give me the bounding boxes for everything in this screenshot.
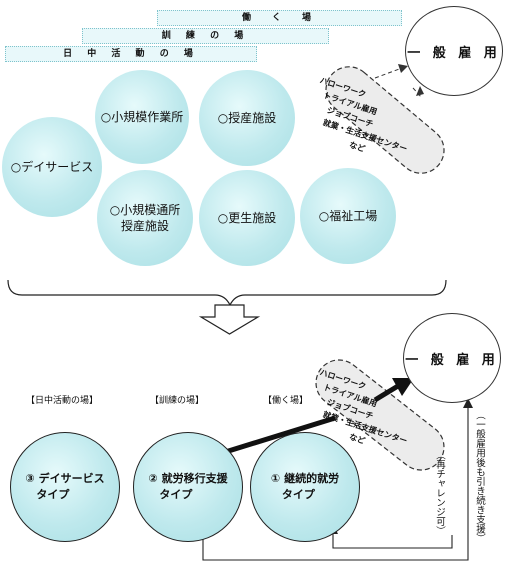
return-loop-line xyxy=(202,407,469,561)
bottom-general-employment: 一 般 雇 用 xyxy=(403,313,501,403)
transition-support-type-label: ② 就労移行支援 タイプ xyxy=(148,472,228,501)
rechallenge-line xyxy=(332,530,453,549)
bottom-employment-arrowhead xyxy=(392,378,414,396)
day-service-type-label: ③ デイサービス タイプ xyxy=(25,472,105,501)
welfare-factory-label: ○福祉工場 xyxy=(318,209,378,223)
top-support-pill xyxy=(325,66,445,174)
pill-to-employment-line xyxy=(373,383,400,403)
band-training-place: 訓 練 の 場 xyxy=(82,28,329,44)
top-arrowhead-1 xyxy=(398,64,408,73)
circle-day-service: ○デイサービス xyxy=(2,117,102,217)
top-arrowhead-2 xyxy=(416,86,424,96)
top-arrows xyxy=(374,67,423,99)
band-work-place: 働 く 場 xyxy=(157,10,402,26)
small-commute-label: ○小規模通所 授産施設 xyxy=(109,203,181,233)
day-service-label: ○デイサービス xyxy=(10,160,94,174)
continued-support-note: （一般雇用後も引き続き支援） xyxy=(474,410,485,543)
transition-arrow xyxy=(198,304,261,335)
circle-small-commute-facility: ○小規模通所 授産施設 xyxy=(97,170,193,266)
rechallenge-note: （再チャレンジ可） xyxy=(434,450,445,536)
rehab-label: ○更生施設 xyxy=(217,211,277,225)
bottom-support-pill xyxy=(315,359,445,471)
top-employment-label: 一 般 雇 用 xyxy=(407,45,501,61)
continuous-work-type-label: ① 継続的就労 タイプ xyxy=(270,472,340,501)
circle-welfare-factory: ○福祉工場 xyxy=(300,168,396,264)
circle-transition-support-type: ② 就労移行支援 タイプ xyxy=(133,432,243,542)
sanctioned-facility-label: ○授産施設 xyxy=(217,111,277,125)
label-training-place: 【訓練の場】 xyxy=(150,396,205,406)
continued-support-arrowhead xyxy=(463,398,473,408)
label-daytime-place: 【日中活動の場】 xyxy=(26,396,99,406)
band-daytime-place: 日 中 活 動 の 場 xyxy=(5,46,257,62)
circle-sanctioned-facility: ○授産施設 xyxy=(199,70,295,166)
transition-to-work-line xyxy=(221,415,336,456)
small-workshop-label: ○小規模作業所 xyxy=(100,110,184,124)
circle-day-service-type: ③ デイサービス タイプ xyxy=(10,432,120,542)
label-work-place: 【働く場】 xyxy=(263,396,309,406)
circle-rehab-facility: ○更生施設 xyxy=(199,170,295,266)
circle-small-workshop: ○小規模作業所 xyxy=(95,70,189,164)
circle-continuous-work-type: ① 継続的就労 タイプ xyxy=(250,432,360,542)
bottom-employment-label: 一 般 雇 用 xyxy=(405,352,499,368)
grouping-brace xyxy=(7,279,447,307)
top-general-employment: 一 般 雇 用 xyxy=(405,6,503,96)
